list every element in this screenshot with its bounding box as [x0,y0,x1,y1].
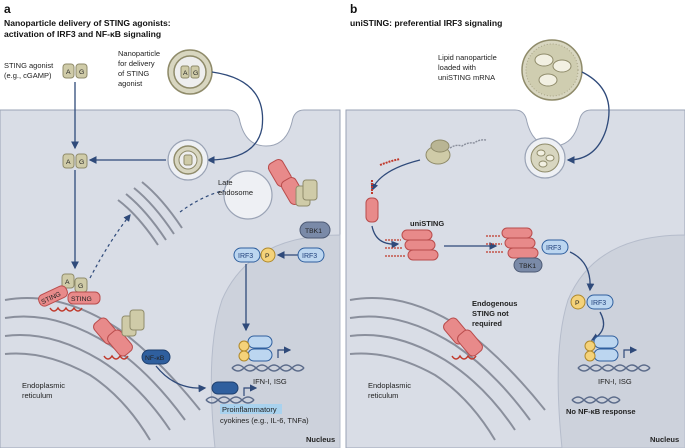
irf3-dimer-dna-b [577,335,651,372]
endosome-nanoparticle-a [167,139,209,181]
panel-b-letter: b [350,2,357,16]
ifn-isg-label-a: IFN-I, ISG [253,377,287,386]
late-endosome-label-2: endosome [218,188,253,197]
late-endosome-label-1: Late [218,178,233,187]
svg-text:P: P [265,253,270,260]
svg-text:IRF3: IRF3 [302,253,317,260]
nfkb-dna-a [205,381,258,404]
svg-text:G: G [79,69,84,76]
panel-a: a Nanoparticle delivery of STING agonist… [0,2,341,448]
svg-text:IRF3: IRF3 [546,245,561,252]
sting-nfkb-complex: NF-κB [93,309,171,365]
proinflammatory-highlight [220,404,282,414]
svg-text:P: P [575,300,580,307]
nanoparticle-label-4: agonist [118,79,143,88]
sting-tbk1-complex: TBK1 [267,159,331,239]
nanoparticle-label-3: of STING [118,69,149,78]
svg-text:TBK1: TBK1 [519,263,536,270]
svg-text:G: G [193,70,198,77]
svg-text:IRF3: IRF3 [238,253,253,260]
panel-a-letter: a [4,2,11,16]
lnp-label-1: Lipid nanoparticle [438,53,497,62]
ribosome [379,139,487,166]
sting-agonist-molecule: A G [62,63,88,79]
endogenous-label-2: STING not [472,309,509,318]
panel-b: b uniSTING: preferential IRF3 signaling … [345,2,685,448]
endosome-lnp [524,137,566,179]
agonist-label-2: (e.g., cGAMP) [4,71,52,80]
unisting-monomer [365,180,379,223]
er-label-b-1: Endoplasmic [368,381,411,390]
svg-text:IRF3: IRF3 [591,300,606,307]
dna-no-nfkb [571,396,621,404]
er-label-a-2: reticulum [22,391,52,400]
er-label-a-1: Endoplasmic [22,381,65,390]
irf3-dimer-dna-a [231,335,305,372]
svg-text:NF-κB: NF-κB [145,355,165,362]
svg-text:TBK1: TBK1 [305,228,322,235]
irf3-phosphorylation-a: IRF3 P IRF3 [233,247,325,263]
ifn-isg-label-b: IFN-I, ISG [598,377,632,386]
nucleus-label-a: Nucleus [306,435,335,444]
er-label-b-2: reticulum [368,391,398,400]
unisting-label: uniSTING [410,219,444,228]
svg-text:A: A [65,279,70,286]
proinflammatory-label: Proinflammatory [222,405,277,414]
cytokines-label: cyokines (e.g., IL-6, TNFa) [220,416,309,425]
svg-text:STING: STING [71,296,92,303]
nanoparticle-label-2: for delivery [118,59,155,68]
panel-a-title-2: activation of IRF3 and NF-κB signaling [4,29,161,39]
nucleus-label-b: Nucleus [650,435,679,444]
panel-a-title-1: Nanoparticle delivery of STING agonists: [4,18,171,28]
late-endosome [223,170,273,220]
lipid-nanoparticle [521,39,583,101]
endogenous-label-1: Endogenous [472,299,517,308]
unisting-tbk1-irf3: TBK1 IRF3 [486,227,569,273]
agonist-label-1: STING agonist [4,61,54,70]
released-agonist: A G [62,153,88,169]
svg-text:A: A [66,69,71,76]
endoplasmic-reticulum-a [4,297,201,441]
endogenous-sting [443,317,483,360]
lnp-label-3: uniSTING mRNA [438,73,495,82]
unisting-oligomer [385,229,439,261]
svg-text:G: G [79,159,84,166]
nanoparticle-a: A G [167,49,213,95]
lnp-label-2: loaded with [438,63,476,72]
svg-text:A: A [66,159,71,166]
svg-text:G: G [78,283,83,290]
endogenous-label-3: required [472,319,502,328]
nanoparticle-label-1: Nanoparticle [118,49,160,58]
no-nfkb-label: No NF-κB response [566,407,636,416]
golgi-a [117,181,183,246]
p-irf3-b: P IRF3 [570,294,614,310]
svg-text:A: A [183,70,188,77]
panel-b-title: uniSTING: preferential IRF3 signaling [350,18,502,28]
